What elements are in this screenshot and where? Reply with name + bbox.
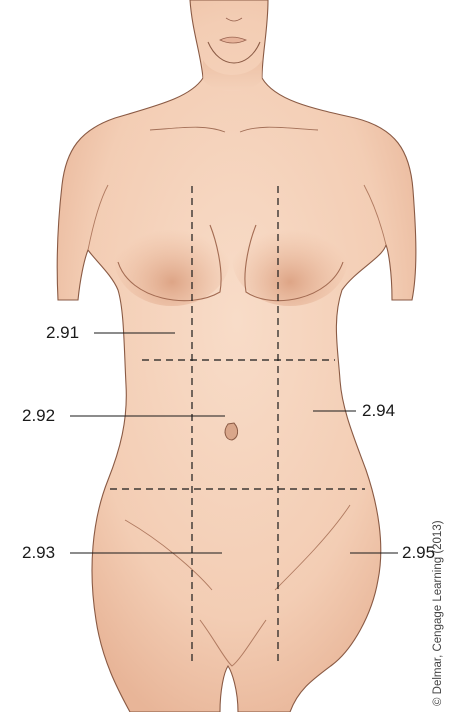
label-2-92: 2.92 [22, 406, 55, 426]
label-2-91: 2.91 [46, 323, 79, 343]
torso-shape [57, 0, 416, 712]
right-breast-shadow [232, 210, 348, 306]
copyright-credit: © Delmar, Cengage Learning (2013) [432, 520, 444, 706]
label-2-94: 2.94 [362, 401, 395, 421]
left-breast-shadow [114, 210, 230, 306]
label-2-95: 2.95 [402, 543, 435, 563]
label-2-93: 2.93 [22, 543, 55, 563]
navel [225, 423, 238, 440]
